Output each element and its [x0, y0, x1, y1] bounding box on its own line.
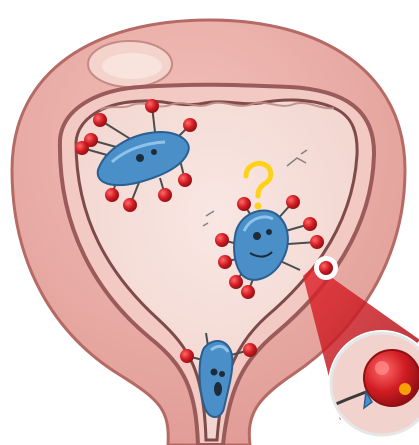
pili-ball [286, 195, 300, 209]
pili-ball [183, 118, 197, 132]
pili-ball [178, 173, 192, 187]
pili-ball [237, 197, 251, 211]
ureter-opening-inner [102, 53, 162, 79]
pili-ball [310, 235, 324, 249]
pili-ball [241, 285, 255, 299]
pili-ball [180, 349, 194, 363]
pili-ball [93, 113, 107, 127]
pili-ball [75, 141, 89, 155]
pili-ball [218, 255, 232, 269]
pili-ball [145, 99, 159, 113]
pili-ball [105, 188, 119, 202]
pili-ball [243, 343, 257, 357]
pili-ball [303, 217, 317, 231]
pili-ball [158, 188, 172, 202]
pili-ball-magnified [364, 350, 419, 406]
pili-ball [215, 233, 229, 247]
pili-ball [229, 275, 243, 289]
pili-ball [123, 198, 137, 212]
